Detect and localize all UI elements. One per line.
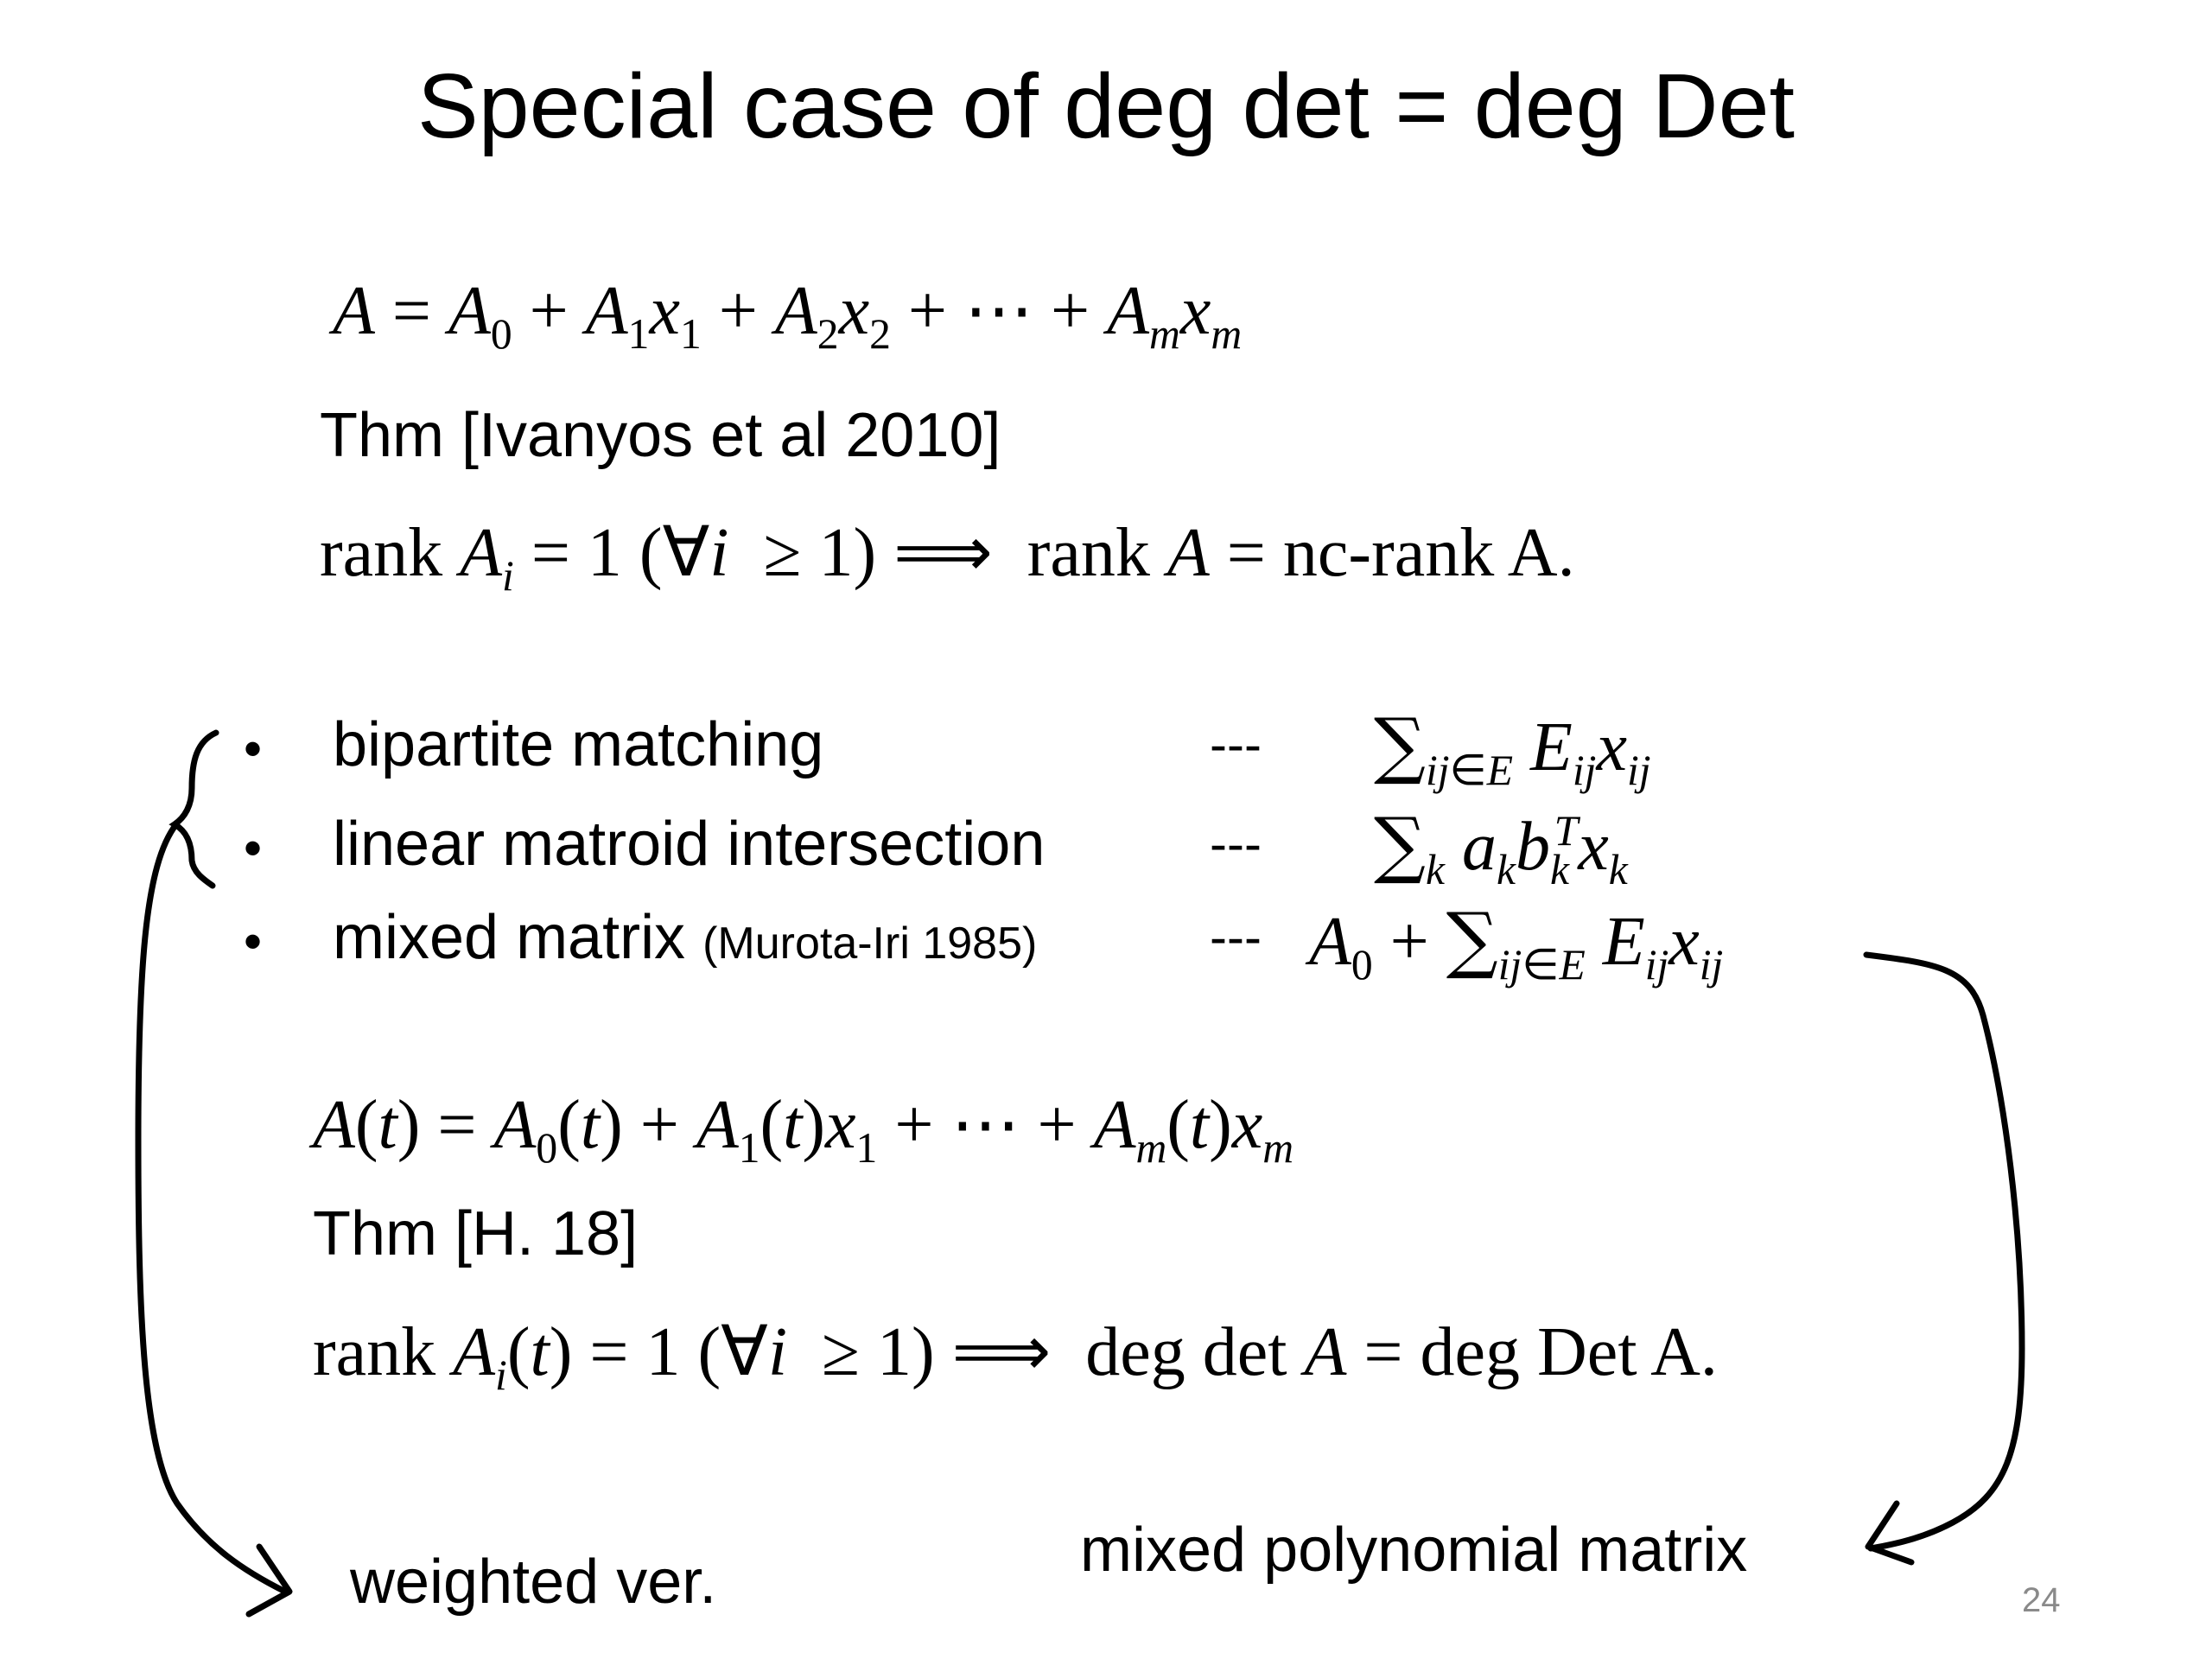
annotation-weighted-version: weighted ver. bbox=[350, 1548, 717, 1617]
bullet-note-murota: (Murota-Iri 1985) bbox=[702, 918, 1038, 969]
right-arrow-head bbox=[1865, 1500, 1915, 1566]
theorem-1-label: Thm [Ivanyos et al 2010] bbox=[320, 401, 1001, 470]
bullet-dashes: --- bbox=[1210, 815, 1262, 873]
left-arrow-head bbox=[245, 1543, 293, 1618]
bullet-formula-matroid: ∑k akbkTxk bbox=[1374, 802, 1628, 893]
bullet-label-mixed-text: mixed matrix bbox=[333, 903, 686, 972]
annotation-mixed-polynomial-matrix: mixed polynomial matrix bbox=[1080, 1516, 1748, 1585]
left-curve-arrow-stroke bbox=[135, 821, 289, 1595]
right-curve-arrow-stroke bbox=[1863, 951, 2025, 1552]
bullet-dashes: --- bbox=[1210, 715, 1262, 773]
brace-stroke bbox=[168, 729, 219, 889]
bullet-label-mixed: mixed matrix (Murota-Iri 1985) bbox=[333, 906, 1037, 969]
bullet-dot: • bbox=[244, 720, 263, 778]
theorem-2-label: Thm [H. 18] bbox=[313, 1199, 639, 1268]
theorem-1-statement: rank Ai = 1 (∀i ≥ 1) ⟹ rank A = nc-rank … bbox=[320, 515, 1575, 600]
page-number: 24 bbox=[2022, 1581, 2061, 1619]
bullet-dashes: --- bbox=[1210, 908, 1262, 966]
equation-polynomial-matrix: A(t) = A0(t) + A1(t)x1 + ⋯ + Am(t)xm bbox=[313, 1087, 1294, 1172]
bullet-label-bipartite: bipartite matching bbox=[333, 710, 824, 779]
bullet-formula-bipartite: ∑ij∈E Eijxij bbox=[1374, 702, 1651, 794]
bullet-formula-mixed: A0 + ∑ij∈E Eijxij bbox=[1309, 897, 1724, 988]
slide-title: Special case of deg det = deg Det bbox=[416, 55, 1796, 157]
bullet-label-matroid: linear matroid intersection bbox=[333, 810, 1046, 879]
equation-linear-matrix: A = A0 + A1x1 + A2x2 + ⋯ + Amxm bbox=[333, 273, 1243, 358]
theorem-2-statement: rank Ai(t) = 1 (∀i ≥ 1) ⟹ deg det A = de… bbox=[313, 1314, 1718, 1399]
bullet-dot: • bbox=[244, 912, 263, 970]
bullet-dot: • bbox=[244, 819, 263, 877]
